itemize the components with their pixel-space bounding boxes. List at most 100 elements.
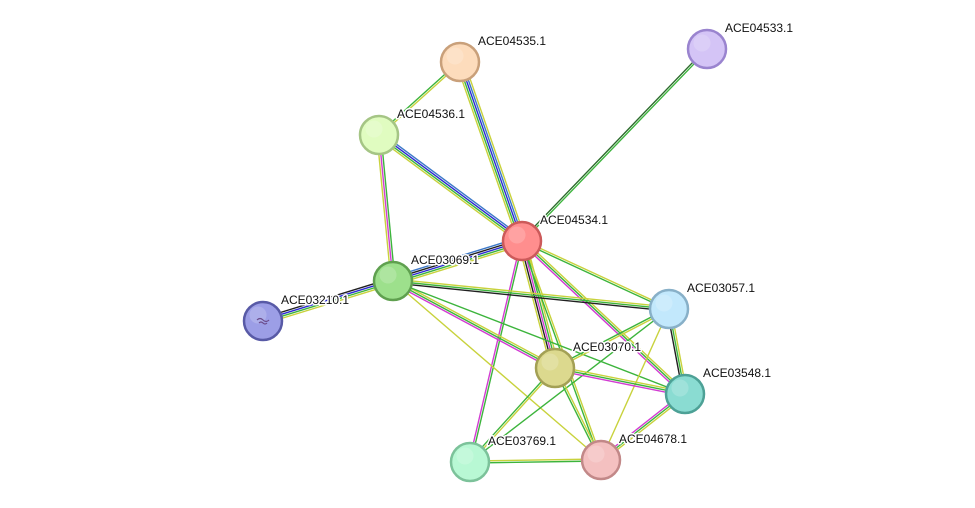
node-circle[interactable] — [664, 373, 706, 415]
edge-ace03057-1-ace03070-1[interactable] — [554, 307, 670, 370]
edge-evidence-line — [554, 367, 686, 395]
edge-ace04534-1-ace04536-1[interactable] — [376, 132, 525, 244]
node-circle[interactable] — [372, 260, 414, 302]
edge-ace03069-1-ace03070-1[interactable] — [391, 278, 557, 371]
edge-evidence-line — [470, 368, 557, 464]
edge-evidence-line — [461, 61, 525, 241]
edge-evidence-line — [261, 277, 393, 319]
node-label: ACE03069.1 — [411, 253, 479, 267]
node-label: ACE04535.1 — [478, 34, 546, 48]
edge-ace04534-1-ace03769-1[interactable] — [468, 240, 524, 463]
edge-evidence-line — [463, 60, 527, 240]
edge-evidence-line — [554, 307, 669, 368]
edge-evidence-line — [376, 135, 392, 282]
node-circle[interactable] — [580, 439, 622, 481]
edges-layer — [261, 47, 709, 464]
edge-evidence-line — [392, 280, 670, 310]
edge-evidence-line — [520, 241, 685, 396]
node-label: ACE03548.1 — [703, 366, 771, 380]
node-highlight — [693, 34, 711, 52]
edge-evidence-line — [523, 240, 558, 368]
node-circle[interactable] — [648, 288, 690, 330]
node-circle[interactable] — [686, 28, 728, 70]
node-ace04678-1[interactable]: ACE04678.1 — [580, 431, 689, 481]
edge-evidence-line — [377, 135, 522, 243]
edge-evidence-line — [380, 132, 525, 240]
edge-ace03070-1-ace03548-1[interactable] — [554, 365, 686, 397]
edge-ace04534-1-ace03069-1[interactable] — [391, 236, 524, 286]
edge-ace04534-1-ace04535-1[interactable] — [455, 60, 527, 243]
node-circle[interactable] — [534, 347, 576, 389]
edge-evidence-line — [469, 308, 670, 463]
node-ace03769-1[interactable]: ACE03769.1 — [449, 433, 558, 483]
edge-evidence-line — [457, 62, 521, 242]
edge-evidence-line — [470, 460, 602, 464]
edge-evidence-line — [521, 240, 556, 369]
edge-evidence-line — [391, 236, 522, 278]
edge-ace04534-1-ace03057-1[interactable] — [521, 239, 670, 311]
edge-evidence-line — [517, 241, 552, 370]
edge-evidence-line — [379, 133, 524, 241]
node-label: ACE03070.1 — [573, 340, 641, 354]
edge-evidence-line — [393, 278, 557, 367]
node-highlight — [379, 266, 397, 284]
node-ace03548-1[interactable]: ACE03548.1 — [664, 365, 773, 415]
node-highlight — [446, 47, 464, 65]
edge-evidence-line — [525, 239, 560, 368]
node-ace04536-1[interactable]: ACE04536.1 — [358, 106, 467, 156]
edge-evidence-line — [262, 279, 393, 321]
node-label: ACE04533.1 — [725, 21, 793, 35]
node-highlight — [365, 120, 383, 138]
node-ace03057-1[interactable]: ACE03057.1 — [648, 280, 757, 330]
edge-ace03070-1-ace03769-1[interactable] — [468, 366, 557, 464]
node-ace04534-1[interactable]: ACE04534.1 — [501, 212, 610, 262]
edge-ace03069-1-ace03548-1[interactable] — [392, 280, 686, 395]
node-ace03210-1[interactable]: ACE03210.1 — [242, 292, 351, 342]
edge-evidence-line — [263, 281, 394, 323]
node-circle[interactable] — [439, 41, 481, 83]
edge-evidence-line — [470, 241, 524, 463]
node-ace04533-1[interactable]: ACE04533.1 — [686, 20, 795, 70]
edge-evidence-line — [469, 458, 601, 462]
edge-evidence-line — [263, 283, 395, 325]
node-highlight — [655, 294, 673, 312]
node-highlight — [671, 379, 689, 397]
node-circle[interactable] — [449, 441, 491, 483]
edge-ace03069-1-ace03057-1[interactable] — [392, 278, 670, 312]
node-highlight — [587, 445, 605, 463]
edge-evidence-line — [393, 278, 670, 308]
edge-evidence-line — [393, 244, 524, 286]
edge-ace03069-1-ace04678-1[interactable] — [392, 280, 602, 461]
edge-evidence-line — [468, 366, 555, 462]
node-circle[interactable] — [501, 220, 543, 262]
node-ace04535-1[interactable]: ACE04535.1 — [439, 33, 548, 83]
edge-ace04534-1-ace03070-1[interactable] — [517, 239, 560, 370]
edge-evidence-line — [455, 63, 519, 243]
node-label: ACE03769.1 — [488, 434, 556, 448]
edge-ace04534-1-ace03548-1[interactable] — [520, 239, 687, 396]
edge-evidence-line — [392, 280, 602, 461]
edge-evidence-line — [393, 242, 523, 284]
edge-ace03057-1-ace03769-1[interactable] — [469, 308, 670, 463]
node-circle[interactable] — [358, 114, 400, 156]
node-ace03070-1[interactable]: ACE03070.1 — [534, 339, 643, 389]
node-highlight — [456, 447, 474, 465]
node-label: ACE04534.1 — [540, 213, 608, 227]
edge-ace03069-1-ace03210-1[interactable] — [261, 277, 395, 325]
edge-evidence-line — [522, 239, 670, 309]
edge-evidence-line — [522, 239, 687, 394]
edge-evidence-line — [555, 365, 686, 393]
edge-evidence-line — [522, 49, 709, 243]
edge-ace03769-1-ace04678-1[interactable] — [469, 458, 602, 464]
edge-evidence-line — [555, 309, 670, 370]
edge-evidence-line — [392, 238, 522, 280]
edge-evidence-line — [392, 240, 523, 282]
edge-ace04536-1-ace03069-1[interactable] — [376, 134, 396, 282]
edge-ace04534-1-ace04533-1[interactable] — [520, 47, 709, 243]
node-highlight — [508, 226, 526, 244]
node-ace03069-1[interactable]: ACE03069.1 — [372, 252, 481, 302]
edge-evidence-line — [392, 280, 556, 369]
edge-evidence-line — [521, 240, 686, 395]
node-circle[interactable] — [242, 300, 284, 342]
